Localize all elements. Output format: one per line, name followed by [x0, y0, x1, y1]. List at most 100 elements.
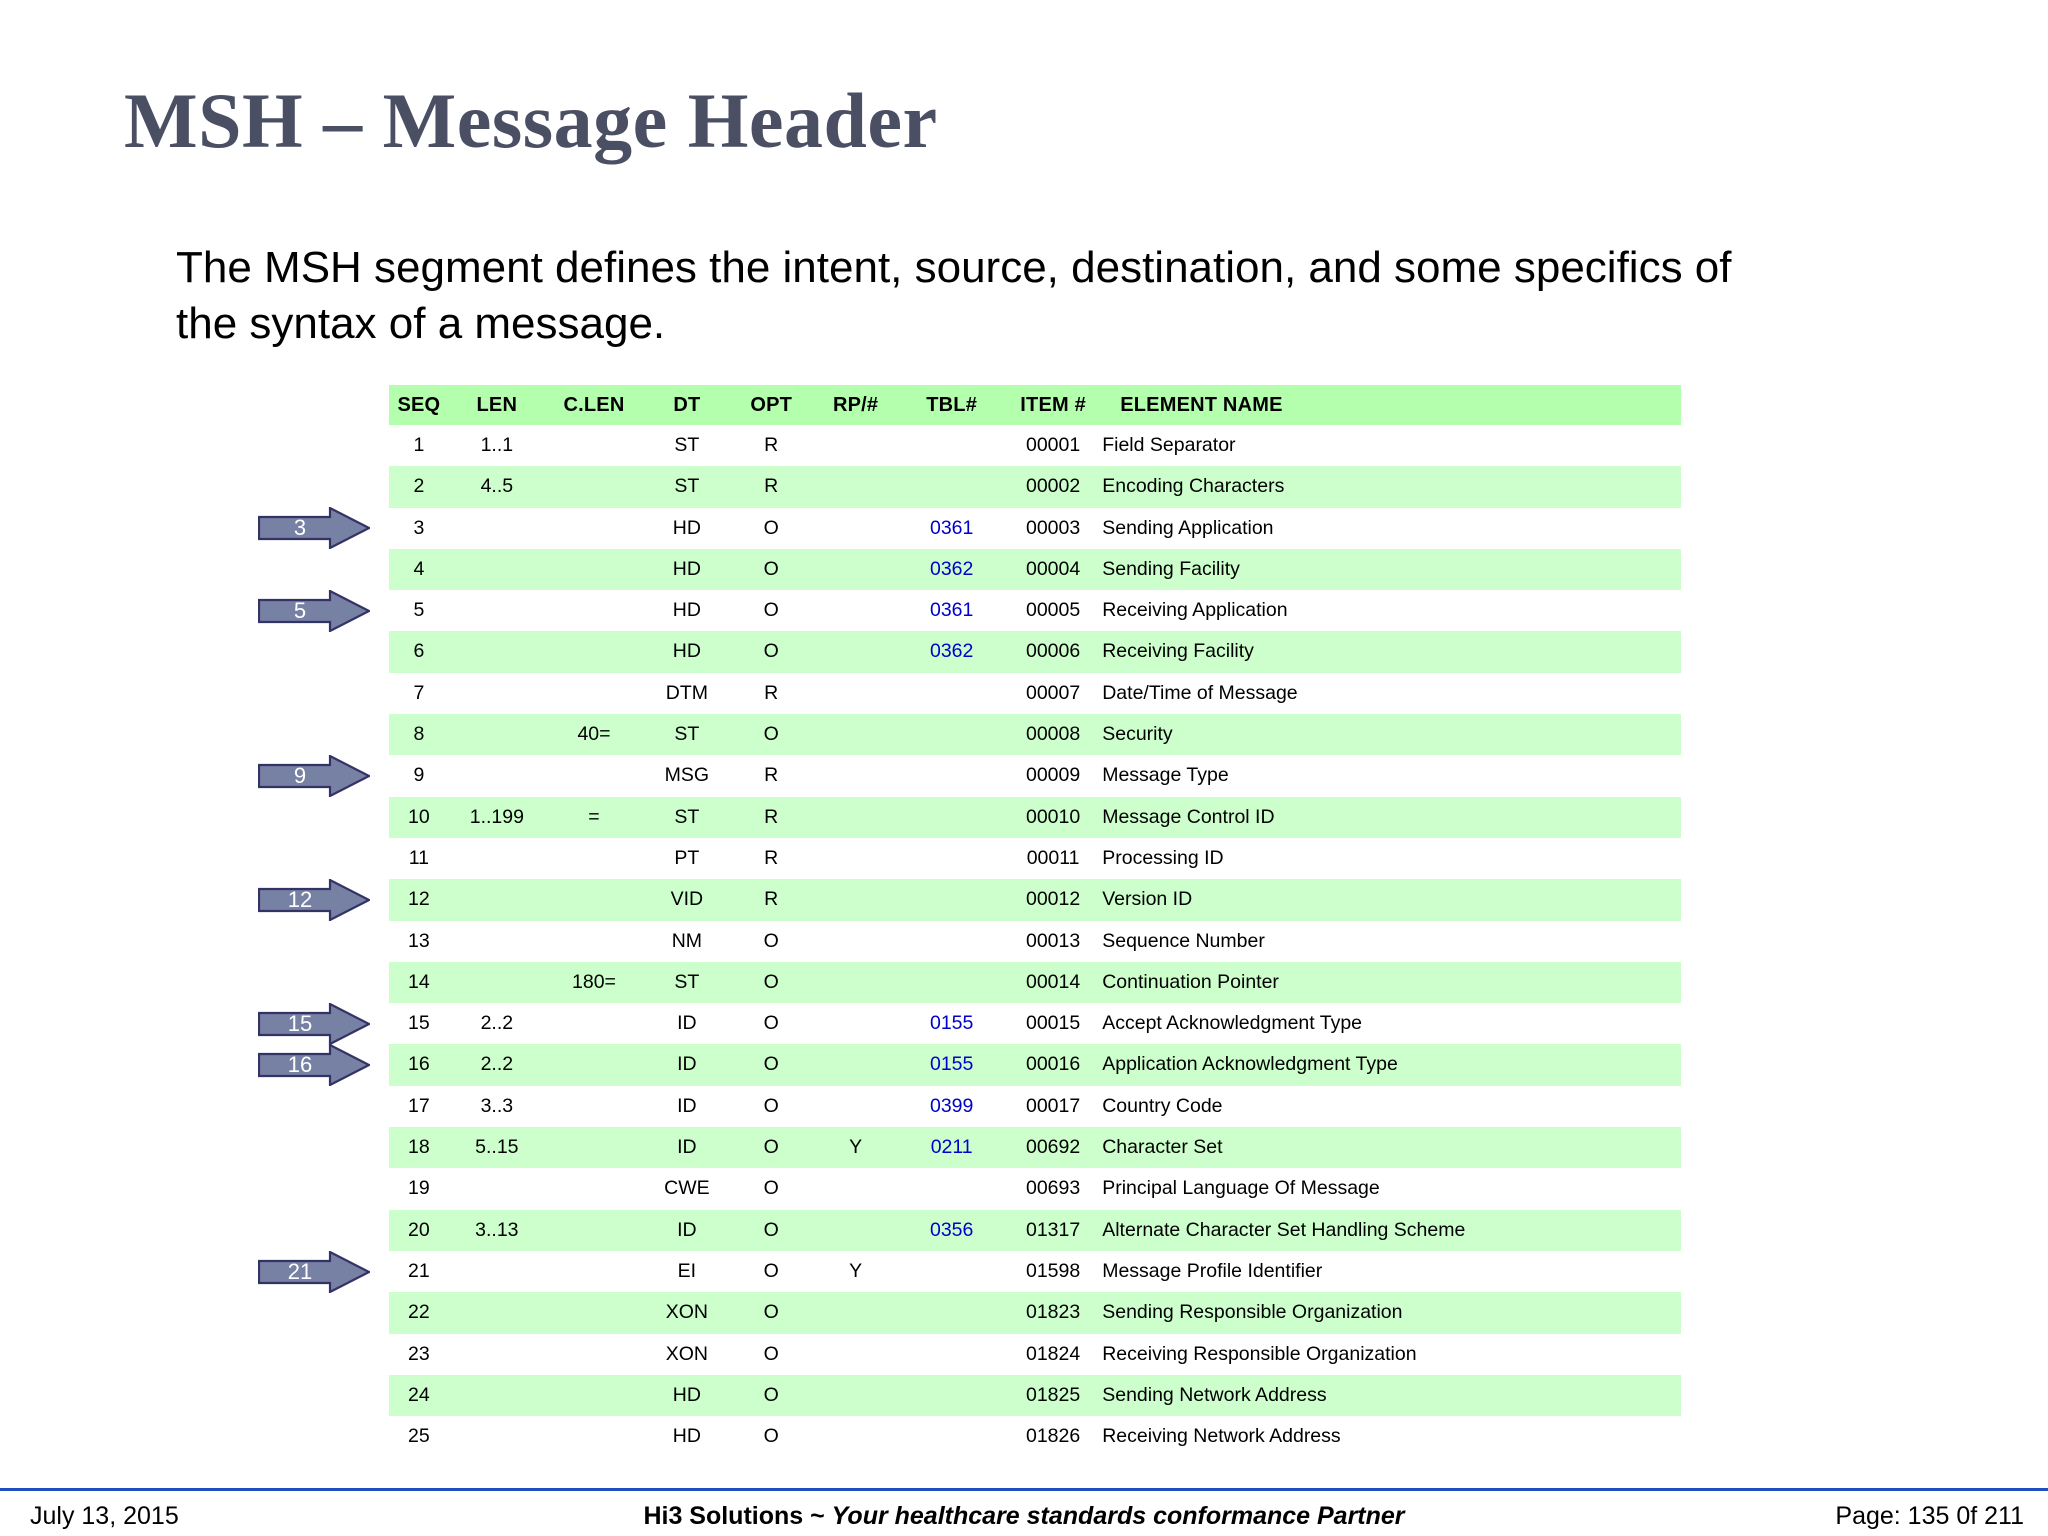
callout-arrow-12[interactable]: 12	[258, 879, 370, 921]
table-cell-item: 00015	[1003, 1003, 1103, 1045]
table-cell-tbl	[899, 1168, 1004, 1210]
table-cell-len	[448, 672, 545, 715]
table-cell-opt: O	[730, 920, 812, 962]
callout-arrow-16[interactable]: 16	[258, 1044, 370, 1086]
hl7-table-link[interactable]: 0361	[929, 599, 974, 622]
table-cell-seq: 13	[389, 920, 449, 962]
hl7-table-link[interactable]: 0399	[929, 1094, 974, 1117]
table-cell-item: 00003	[1003, 507, 1103, 549]
table-cell-dt: ST	[643, 796, 731, 838]
table-cell-len: 5..15	[448, 1127, 545, 1169]
table-cell-len	[448, 837, 545, 880]
table-cell-rp	[811, 837, 900, 880]
table-cell-name: Message Profile Identifier	[1102, 1250, 1681, 1293]
hl7-table-link[interactable]: 0361	[929, 516, 974, 539]
table-cell-tbl-link: 0155	[899, 1044, 1004, 1086]
hl7-table-link[interactable]: 0356	[929, 1218, 974, 1241]
table-cell-name: Receiving Facility	[1102, 631, 1681, 673]
table-cell-item: 01317	[1003, 1209, 1103, 1251]
table-cell-tbl-link: 0356	[899, 1209, 1004, 1251]
column-header-seq: SEQ	[389, 385, 449, 425]
hl7-table-link[interactable]: 0155	[929, 1053, 974, 1076]
table-cell-opt: O	[730, 1374, 812, 1417]
column-header-opt: OPT	[730, 385, 812, 425]
table-cell-len	[448, 507, 545, 549]
table-cell-opt: O	[730, 631, 812, 673]
table-cell-rp	[811, 714, 900, 756]
table-cell-item: 00011	[1003, 837, 1103, 880]
table-cell-seq: 1	[389, 425, 449, 467]
table-cell-dt: XON	[643, 1292, 731, 1334]
table-cell-item: 00004	[1003, 548, 1103, 591]
table-cell-rp	[811, 796, 900, 838]
table-cell-dt: VID	[643, 879, 731, 921]
table-cell-clen	[544, 672, 644, 715]
table-cell-name: Receiving Network Address	[1102, 1416, 1681, 1458]
hl7-table-link[interactable]: 0211	[930, 1136, 973, 1159]
table-cell-opt: R	[730, 879, 812, 921]
footer-company: Hi3 Solutions ~	[643, 1502, 832, 1530]
table-cell-name: Sending Application	[1102, 507, 1681, 549]
table-cell-dt: ST	[643, 466, 731, 508]
table-cell-clen	[544, 879, 644, 921]
table-cell-item: 01598	[1003, 1250, 1103, 1293]
callout-arrow-9[interactable]: 9	[258, 755, 370, 797]
table-cell-clen	[544, 1292, 644, 1334]
table-cell-clen: =	[544, 796, 644, 838]
table-cell-item: 01823	[1003, 1292, 1103, 1334]
table-cell-opt: R	[730, 672, 812, 715]
hl7-table-link[interactable]: 0362	[929, 640, 974, 663]
table-cell-tbl-link: 0399	[899, 1085, 1004, 1128]
table-cell-len: 3..3	[448, 1085, 545, 1128]
callout-arrow-15[interactable]: 15	[258, 1003, 370, 1045]
table-cell-dt: HD	[643, 631, 731, 673]
table-cell-clen	[544, 548, 644, 591]
table-cell-item: 01824	[1003, 1333, 1103, 1375]
table-cell-opt: O	[730, 1168, 812, 1210]
table-cell-tbl-link: 0361	[899, 507, 1004, 549]
table-cell-item: 00012	[1003, 879, 1103, 921]
callout-arrow-label: 9	[293, 763, 307, 788]
table-cell-name: Processing ID	[1102, 837, 1681, 880]
table-cell-seq: 3	[389, 507, 449, 549]
table-cell-seq: 20	[389, 1209, 449, 1251]
table-cell-rp	[811, 425, 900, 467]
callout-arrow-3[interactable]: 3	[258, 507, 370, 549]
table-cell-len	[448, 590, 545, 632]
table-cell-len: 4..5	[448, 466, 545, 508]
table-cell-seq: 22	[389, 1292, 449, 1334]
hl7-table-link[interactable]: 0155	[929, 1012, 974, 1035]
hl7-table-link[interactable]: 0362	[929, 557, 974, 580]
table-cell-len	[448, 879, 545, 921]
table-cell-name: Date/Time of Message	[1102, 672, 1681, 715]
callout-arrow-21[interactable]: 21	[258, 1251, 370, 1293]
table-cell-len	[448, 1292, 545, 1334]
table-cell-opt: O	[730, 961, 812, 1004]
table-cell-seq: 17	[389, 1085, 449, 1128]
table-cell-clen	[544, 837, 644, 880]
table-header: SEQ LEN C.LEN DT OPT RP/# TBL# ITEM # EL…	[389, 385, 1681, 425]
table-cell-tbl	[899, 879, 1004, 921]
slide-footer: July 13, 2015 Hi3 Solutions ~ Your healt…	[0, 1494, 2048, 1536]
callout-arrow-5[interactable]: 5	[258, 590, 370, 632]
table-cell-tbl	[899, 466, 1004, 508]
table-cell-opt: O	[730, 1292, 812, 1334]
arrow-shape-icon	[258, 507, 370, 549]
table-cell-dt: ST	[643, 714, 731, 756]
table-cell-dt: PT	[643, 837, 731, 880]
table-cell-rp	[811, 466, 900, 508]
column-header-dt: DT	[643, 385, 731, 425]
table-cell-clen	[544, 590, 644, 632]
table-cell-opt: R	[730, 425, 812, 467]
table-cell-seq: 2	[389, 466, 449, 508]
table-cell-seq: 24	[389, 1374, 449, 1417]
table-cell-seq: 21	[389, 1250, 449, 1293]
table-cell-opt: O	[730, 548, 812, 591]
table-cell-item: 01825	[1003, 1374, 1103, 1417]
